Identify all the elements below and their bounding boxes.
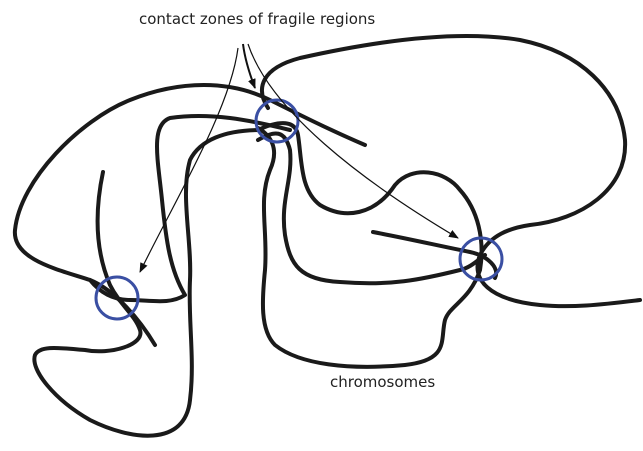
contact-zones-label: contact zones of fragile regions [139,10,375,28]
chromosome-right-loop [262,36,640,306]
chromosomes-group [15,36,640,436]
chromosome-lower-hook [34,130,260,436]
arrow-to-top-circle [243,44,255,88]
contact-zone-circle-top [256,100,298,142]
chromosomes-label: chromosomes [330,373,435,391]
